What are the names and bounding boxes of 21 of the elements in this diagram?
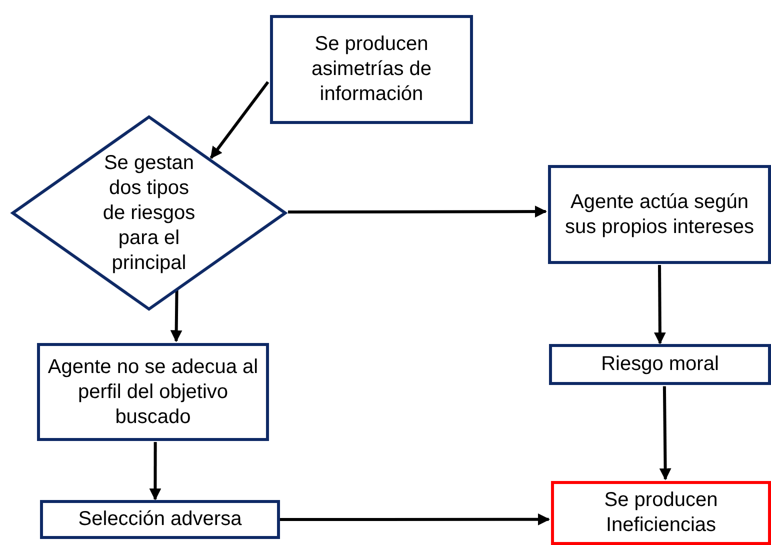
arrow bbox=[149, 442, 162, 500]
arrow bbox=[654, 264, 666, 344]
arrow bbox=[280, 513, 550, 526]
node-text: Se producen asimetrías de información bbox=[310, 32, 433, 107]
process-box bbox=[37, 343, 269, 441]
node-text: Se gestan dos tipos de riesgos para el principal bbox=[102, 150, 196, 276]
arrow bbox=[288, 206, 547, 218]
node-text: Agente no se adecua al perfil del objetivo buscado bbox=[46, 354, 260, 430]
node-text: Se producen Ineficiencias bbox=[603, 488, 719, 538]
process-box bbox=[548, 165, 771, 264]
node-text: Agente actúa según sus propios intereses bbox=[564, 190, 755, 240]
arrow bbox=[659, 386, 672, 480]
process-box bbox=[270, 15, 473, 124]
node-text: Selección adversa bbox=[77, 507, 243, 532]
process-box bbox=[549, 344, 771, 385]
node-text: Riesgo moral bbox=[600, 352, 720, 377]
decision-diamond bbox=[10, 115, 288, 311]
arrow bbox=[210, 81, 270, 159]
result-box bbox=[551, 481, 771, 545]
process-box bbox=[40, 500, 280, 539]
arrow bbox=[170, 289, 182, 342]
